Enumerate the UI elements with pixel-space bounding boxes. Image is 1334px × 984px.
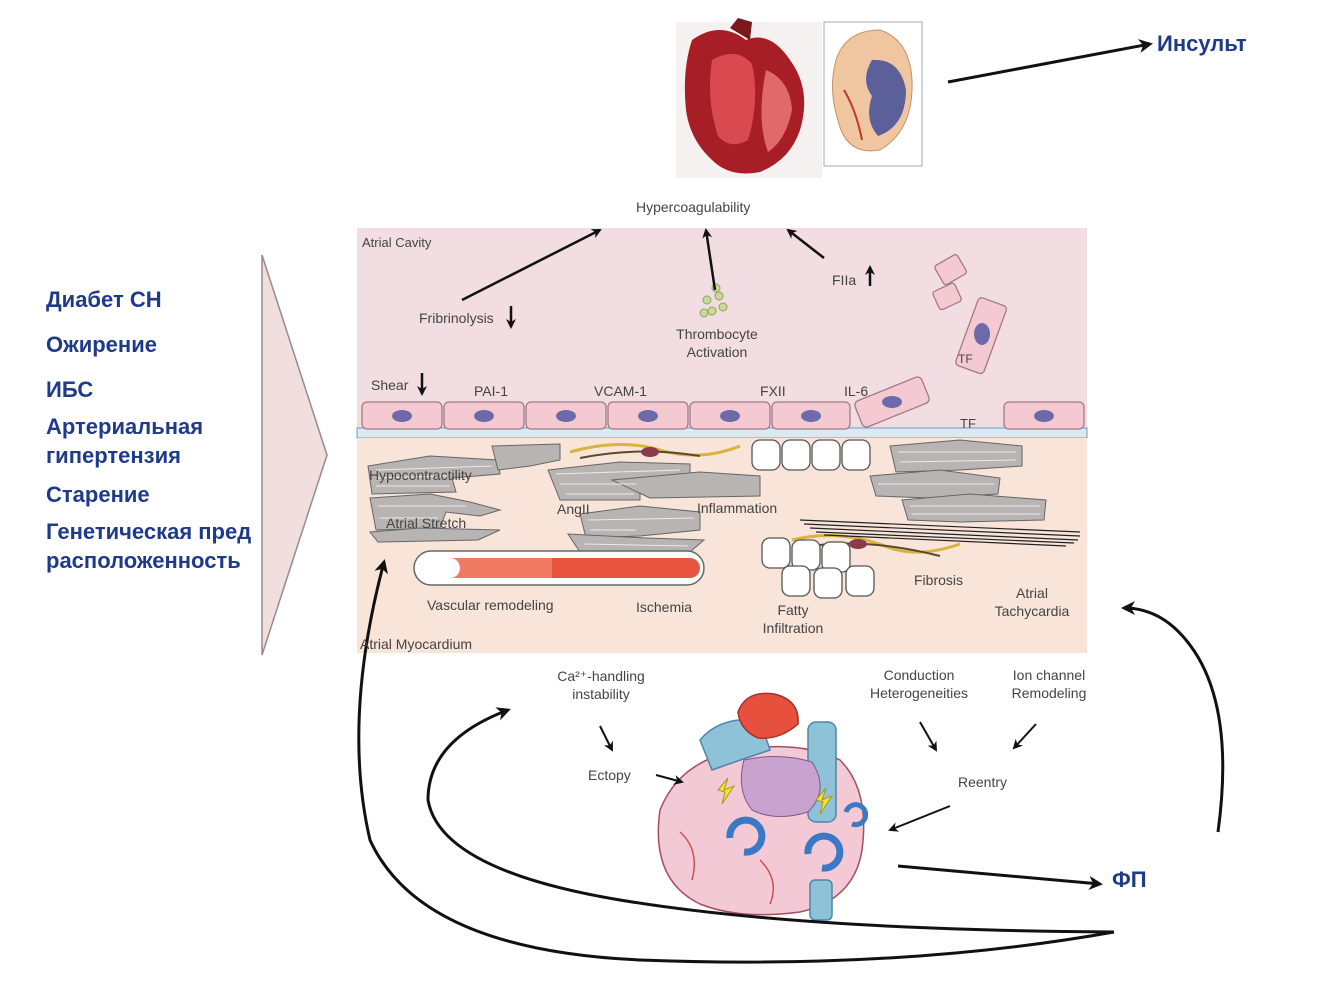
label-tachy-line2: Tachycardia — [994, 603, 1070, 619]
mechanism-arrows — [599, 721, 1037, 832]
brain-illustration-top — [823, 21, 923, 167]
label-thrombocyte: Thrombocyte Activation — [672, 325, 762, 361]
collagen-band — [799, 519, 1081, 547]
label-fatty-line2: Infiltration — [762, 620, 824, 636]
label-ion-channel: Ion channel Remodeling — [1000, 666, 1098, 702]
label-fibrosis: Fibrosis — [914, 572, 964, 588]
fibroblast-nucleus — [641, 447, 659, 457]
label-thrombocyte-line1: Thrombocyte — [676, 326, 758, 342]
label-ca-line1: Ca²⁺-handling — [557, 668, 645, 684]
label-fatty-line1: Fatty — [777, 602, 809, 618]
risk-factor-diabetes-hf: Диабет СН — [46, 287, 162, 312]
risk-factor-ihd: ИБС — [46, 377, 94, 402]
label-atrial-cavity: Atrial Cavity — [362, 235, 432, 250]
label-tf-cavity: TF — [958, 352, 973, 366]
label-f2a: FIIa — [832, 272, 857, 288]
label-ectopy: Ectopy — [588, 767, 631, 783]
label-ion-line1: Ion channel — [1012, 667, 1086, 683]
cell-nuclei — [392, 396, 1054, 422]
label-vascular-remodeling: Vascular remodeling — [427, 597, 554, 613]
outcome-af: ФП — [1112, 867, 1147, 892]
blood-vessel — [413, 550, 705, 586]
label-shear: Shear — [371, 377, 409, 393]
feedback-loop-arrows — [357, 559, 1225, 964]
label-pai1: PAI-1 — [474, 383, 508, 399]
heart-illustration-top — [676, 18, 822, 178]
label-tf-endothelium: TF — [960, 416, 976, 431]
label-reentry: Reentry — [958, 774, 1008, 790]
fat-cells — [751, 439, 875, 599]
platelets-icon — [699, 283, 728, 318]
label-vcam1: VCAM-1 — [594, 383, 647, 399]
risk-factor-hypertension: Артериальная гипертензия — [46, 414, 204, 468]
label-fatty-infiltration: Fatty Infiltration — [748, 601, 838, 637]
label-hypocontractility: Hypocontractility — [369, 467, 472, 483]
atrial-cavity-panel — [357, 228, 1087, 433]
label-atrial-tachycardia: Atrial Tachycardia — [984, 584, 1080, 620]
label-angii: AngII — [557, 501, 590, 517]
label-thrombocyte-line2: Activation — [686, 344, 748, 360]
label-atrial-myocardium: Atrial Myocardium — [360, 636, 473, 652]
outcome-arrows — [897, 39, 1153, 890]
label-fxii: FXII — [760, 383, 786, 399]
label-ion-line2: Remodeling — [1011, 685, 1087, 701]
cavity-arrows — [417, 228, 875, 396]
label-ischemia: Ischemia — [636, 599, 693, 615]
risk-arrow-panel — [261, 254, 328, 656]
risk-factor-aging: Старение — [46, 482, 150, 507]
risk-factor-obesity: Ожирение — [46, 332, 157, 357]
label-conduction: Conduction Heterogeneities — [858, 666, 980, 702]
label-conduction-line2: Heterogeneities — [869, 685, 969, 701]
label-conduction-line1: Conduction — [883, 667, 955, 683]
label-atrial-stretch: Atrial Stretch — [386, 515, 467, 531]
risk-factor-genetic: Генетическая предрасположенность — [46, 519, 252, 573]
label-fibrinolysis: Fribrinolysis — [419, 310, 494, 326]
label-il6: IL-6 — [844, 383, 869, 399]
label-inflammation: Inflammation — [697, 500, 778, 516]
fibroblast-nucleus-2 — [849, 539, 867, 549]
label-ca-line2: instability — [572, 686, 630, 702]
outcome-stroke: Инсульт — [1157, 31, 1247, 56]
label-tachy-line1: Atrial — [1016, 585, 1048, 601]
label-ca-handling: Ca²⁺-handling instability — [546, 667, 656, 703]
label-hypercoagulability: Hypercoagulability — [636, 199, 751, 215]
myocytes — [367, 439, 1047, 553]
myocyte-striations — [375, 451, 1040, 547]
detached-cell-nucleus — [974, 323, 990, 345]
heart-illustration-bottom — [657, 692, 869, 921]
